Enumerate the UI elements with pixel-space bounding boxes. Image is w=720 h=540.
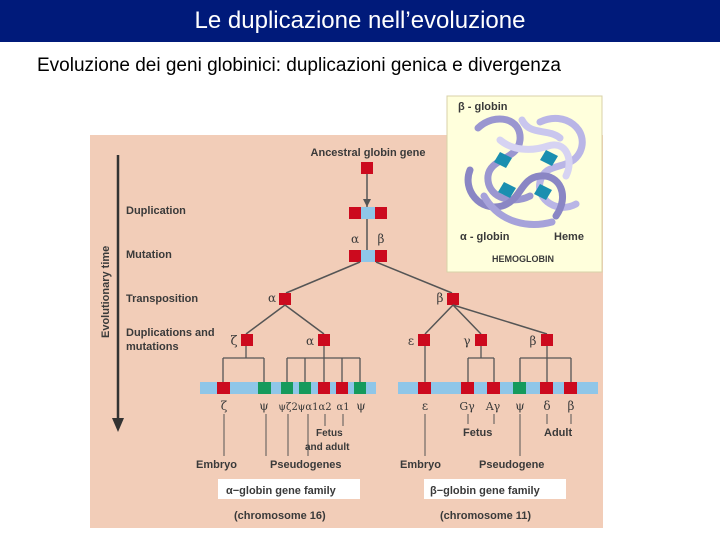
alpha-branch-line [284,304,325,335]
beta-branch-beta-gene [541,334,553,346]
slide-subtitle: Evoluzione dei geni globinici: duplicazi… [37,55,561,76]
alpha-gene-alpha2: α2 [318,402,331,413]
hemoglobin-inset: β - globin α - globin Heme HEMOGLOBIN [446,95,603,273]
beta-gene-a-gamma: Aγ [485,400,501,413]
beta-branch-beta-label: β [530,334,537,348]
alpha-gene-zeta: ζ [221,399,228,413]
duplication-gene-2 [375,207,387,219]
heme-groups [494,150,558,200]
beta-branch-epsilon-gene [418,334,430,346]
alpha-family-label: α−globin gene family [226,485,337,497]
alpha-note-adult: and adult [305,442,350,453]
transposition-alpha-gene [279,293,291,305]
alpha-branch-zeta-gene [241,334,253,346]
stage-duplications-1: Duplications and [126,327,215,339]
alpha-gene-alpha1: α1 [336,402,349,413]
hemoglobin-ribbons [464,114,586,228]
beta-note-adult: Adult [544,427,572,439]
beta-gene-delta: δ [543,399,550,413]
alpha-branch-zeta-label: ζ [230,334,237,349]
lineage-arrow [363,199,371,207]
inset-caption: HEMOGLOBIN [492,254,554,264]
slide-title: Le duplicazione nell’evoluzione [0,0,720,42]
alpha-branch-alpha-label: α [306,334,314,348]
mutation-gene-alpha [349,250,361,262]
beta-connectors [424,346,572,382]
alpha-gene-psi-end: ψ [356,399,365,413]
beta-note-embryo: Embryo [400,459,441,471]
beta-branch-line [452,304,548,335]
ancestral-label: Ancestral globin gene [311,147,426,159]
alpha-note-embryo: Embryo [196,459,237,471]
stage-duplication: Duplication [126,205,186,217]
beta-branch-gamma-label: γ [463,334,470,348]
transposition-beta-gene [447,293,459,305]
branch-line-beta [375,261,453,294]
transposition-alpha-label: α [268,291,276,305]
alpha-branch-alpha-gene [318,334,330,346]
alpha-branch-line [245,304,286,335]
inset-heme-label: Heme [554,231,584,243]
beta-chromosome [398,382,598,394]
alpha-gene-psi-alpha1: ψα1 [298,402,319,413]
stage-duplications-2: mutations [126,341,179,353]
duplication-gene-1 [349,207,361,219]
alpha-chromosome-label: (chromosome 16) [234,510,326,522]
time-arrow-head [112,418,124,432]
alpha-pointers [223,414,344,456]
alpha-connectors [222,346,361,382]
beta-chromosome-label: (chromosome 11) [440,510,531,522]
transposition-beta-label: β [437,291,444,305]
beta-branch-epsilon-label: ε [408,334,414,348]
mutation-gene-beta [375,250,387,262]
axis-label: Evolutionary time [100,246,112,338]
beta-family-box [424,479,566,499]
split-alpha-label: α [351,232,359,246]
beta-note-pseudogene: Pseudogene [479,459,544,471]
beta-gene-psi: ψ [515,399,524,413]
beta-chromosome-labels: ε Gγ Aγ ψ δ β [422,399,575,413]
inset-alpha-label: α - globin [460,231,510,243]
inset-beta-label: β - globin [458,101,508,113]
stage-transposition: Transposition [126,293,198,305]
branch-line-alpha [285,261,361,294]
beta-gene-g-gamma: Gγ [459,400,475,413]
beta-gene-epsilon: ε [422,399,428,413]
beta-branch-gamma-gene [475,334,487,346]
alpha-chromosome-labels: ζ ψ ψζ2 ψα1 α2 α1 ψ [221,399,366,413]
beta-family-label: β−globin gene family [430,485,541,497]
alpha-note-fetus: Fetus [316,428,343,439]
alpha-family-box [218,479,360,499]
beta-note-fetus: Fetus [463,427,492,439]
beta-pointers [424,414,572,456]
beta-branch-line [452,304,482,335]
beta-gene-beta: β [568,399,575,413]
ancestral-gene [361,162,373,174]
alpha-note-pseudogenes: Pseudogenes [270,459,342,471]
split-beta-label: β [378,232,385,246]
stage-mutation: Mutation [126,249,172,261]
alpha-gene-psi-zeta2: ψζ2 [278,402,298,413]
alpha-chromosome [200,382,376,394]
beta-branch-line [424,304,454,335]
alpha-gene-psi: ψ [259,399,268,413]
